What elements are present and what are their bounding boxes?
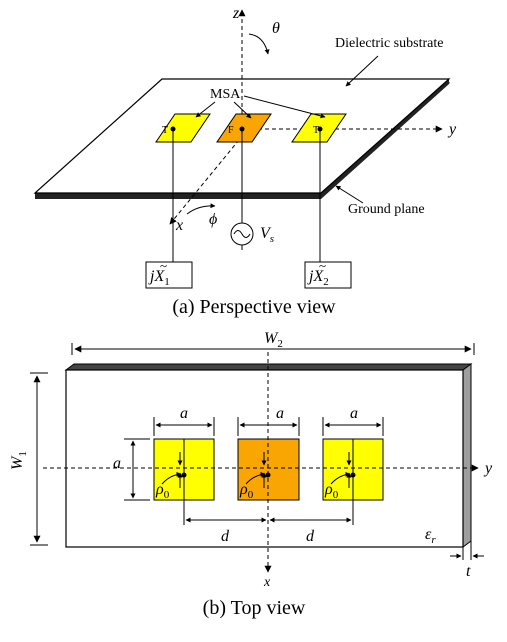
dim-a-vertical-label: a xyxy=(113,455,121,472)
rho-left-label: ρ0 xyxy=(155,481,170,501)
msa-callout-center xyxy=(233,101,252,119)
source-label: Vs xyxy=(260,225,274,245)
msa-callout-right xyxy=(243,95,326,119)
top-view: W2 W1 y x a xyxy=(9,330,493,619)
load-1-label: jX1 xyxy=(148,268,170,288)
theta-arrow xyxy=(248,33,270,55)
rho-marker-left xyxy=(161,452,187,488)
phi-label: ϕ xyxy=(209,211,217,228)
source-wave xyxy=(233,230,251,238)
dim-a-left xyxy=(153,417,215,436)
msa-label: MSA xyxy=(210,87,241,102)
msa-callout-left xyxy=(195,101,216,118)
w2-label: W2 xyxy=(264,330,283,350)
substrate-callout xyxy=(345,55,379,87)
dim-d-right-label: d xyxy=(306,528,315,545)
dim-a-center-label: a xyxy=(276,405,284,422)
x-axis-label: x xyxy=(175,217,183,234)
top-x-axis-label: x xyxy=(263,575,271,590)
load-1-tilde: ~ xyxy=(160,258,167,273)
dim-a-left-label: a xyxy=(180,405,188,422)
patch-center-mark: F xyxy=(228,125,234,136)
load-2-label: jX2 xyxy=(307,268,329,288)
phi-arrow xyxy=(186,203,216,215)
caption-perspective: (a) Perspective view xyxy=(172,296,336,318)
rho-marker-center xyxy=(245,452,271,488)
dim-a-right-label: a xyxy=(350,405,358,422)
load-1-box xyxy=(145,261,193,289)
epsilon-r-label: εr xyxy=(425,526,436,546)
substrate-side-edge xyxy=(462,363,472,548)
dim-a-right xyxy=(322,417,384,436)
rho-center-label: ρ0 xyxy=(239,481,254,501)
rho-right-label: ρ0 xyxy=(324,481,339,501)
w1-label: W1 xyxy=(9,451,29,470)
thickness-label: t xyxy=(466,563,471,580)
dim-a-center xyxy=(237,417,300,436)
patch-right-mark: T xyxy=(313,125,319,136)
caption-top: (b) Top view xyxy=(203,597,306,619)
z-axis-label: z xyxy=(232,5,240,22)
dim-a-vertical xyxy=(124,438,150,501)
rho-marker-right xyxy=(330,452,356,488)
ground-callout xyxy=(335,185,364,204)
substrate-label: Dielectric substrate xyxy=(335,36,443,51)
perspective-view: z θ y x ϕ T F T Vs xyxy=(33,5,457,318)
load-2-box xyxy=(304,261,352,289)
y-axis-label: y xyxy=(447,121,457,138)
theta-label: θ xyxy=(272,20,280,37)
load-2-tilde: ~ xyxy=(319,258,326,273)
dim-d-left-label: d xyxy=(221,528,230,545)
top-y-axis-label: y xyxy=(483,460,493,477)
ground-plane-label: Ground plane xyxy=(348,202,425,217)
patch-left-mark: T xyxy=(162,125,168,136)
